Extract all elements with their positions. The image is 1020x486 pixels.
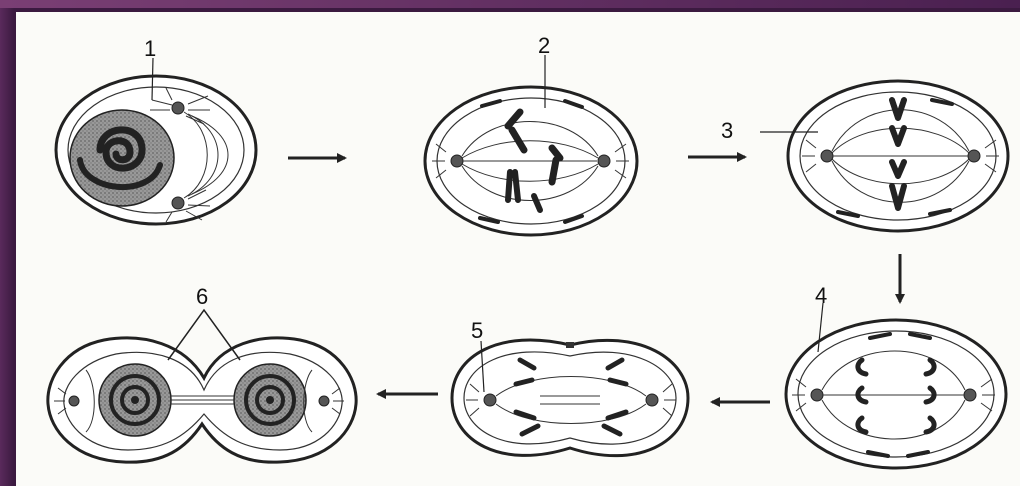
cell-1 bbox=[56, 76, 256, 224]
cell-5 bbox=[452, 340, 688, 456]
cell-2 bbox=[425, 87, 637, 235]
label-3: 3 bbox=[721, 118, 733, 143]
cell-3 bbox=[788, 81, 1008, 231]
label-4: 4 bbox=[815, 283, 827, 308]
cell-6 bbox=[48, 338, 356, 462]
label-2: 2 bbox=[538, 33, 550, 58]
label-5: 5 bbox=[471, 318, 483, 343]
label-1: 1 bbox=[144, 36, 156, 61]
label-6: 6 bbox=[196, 284, 208, 309]
